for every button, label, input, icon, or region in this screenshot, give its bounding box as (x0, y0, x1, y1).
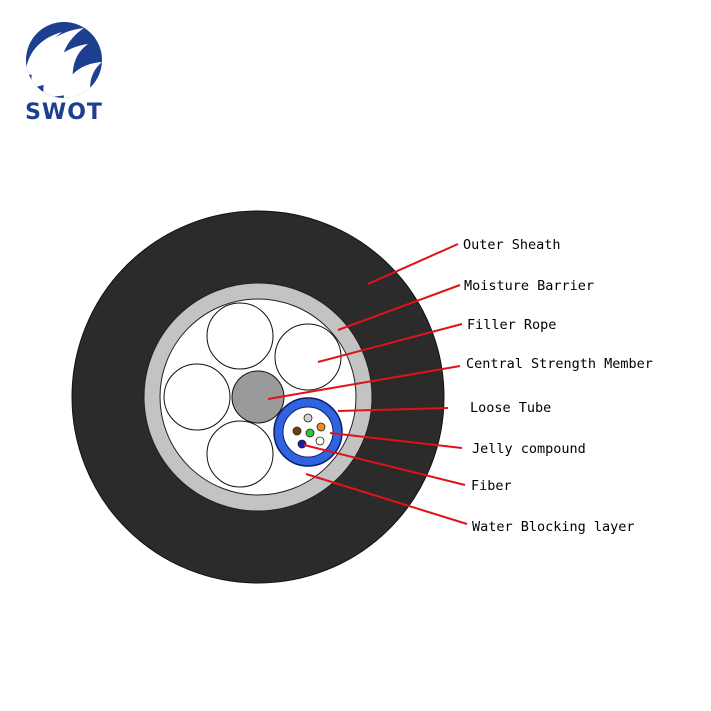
leader-line-filler-rope (317, 323, 463, 363)
leader-lines (267, 243, 468, 525)
filler-rope (206, 302, 274, 370)
filler-rope (163, 363, 231, 431)
fiber (315, 436, 325, 446)
label-water-blocking-layer: Water Blocking layer (472, 519, 635, 535)
fiber (303, 413, 313, 423)
leader-line-moisture-barrier (337, 284, 461, 331)
label-jelly-compound: Jelly compound (472, 441, 586, 457)
fiber (297, 439, 307, 449)
fiber (316, 422, 326, 432)
label-fiber: Fiber (471, 478, 512, 494)
leader-line-loose-tube (337, 407, 449, 412)
label-filler-rope: Filler Rope (467, 317, 556, 333)
leader-line-fiber (303, 444, 466, 486)
leader-line-central-strength-member (267, 365, 461, 400)
filler-rope (206, 420, 274, 488)
filler-rope (274, 323, 342, 391)
leader-line-outer-sheath (367, 243, 459, 285)
swot-logo: SWOT (18, 18, 110, 130)
wave-logo-icon (26, 22, 102, 98)
fiber (292, 426, 302, 436)
leader-line-jelly-compound (329, 432, 463, 449)
leader-line-water-blocking-layer (305, 473, 468, 525)
label-loose-tube: Loose Tube (470, 400, 551, 416)
label-outer-sheath: Outer Sheath (463, 237, 561, 253)
brand-name: SWOT (25, 100, 103, 125)
label-moisture-barrier: Moisture Barrier (464, 278, 594, 294)
fiber (305, 428, 315, 438)
label-central-strength-member: Central Strength Member (466, 356, 653, 372)
